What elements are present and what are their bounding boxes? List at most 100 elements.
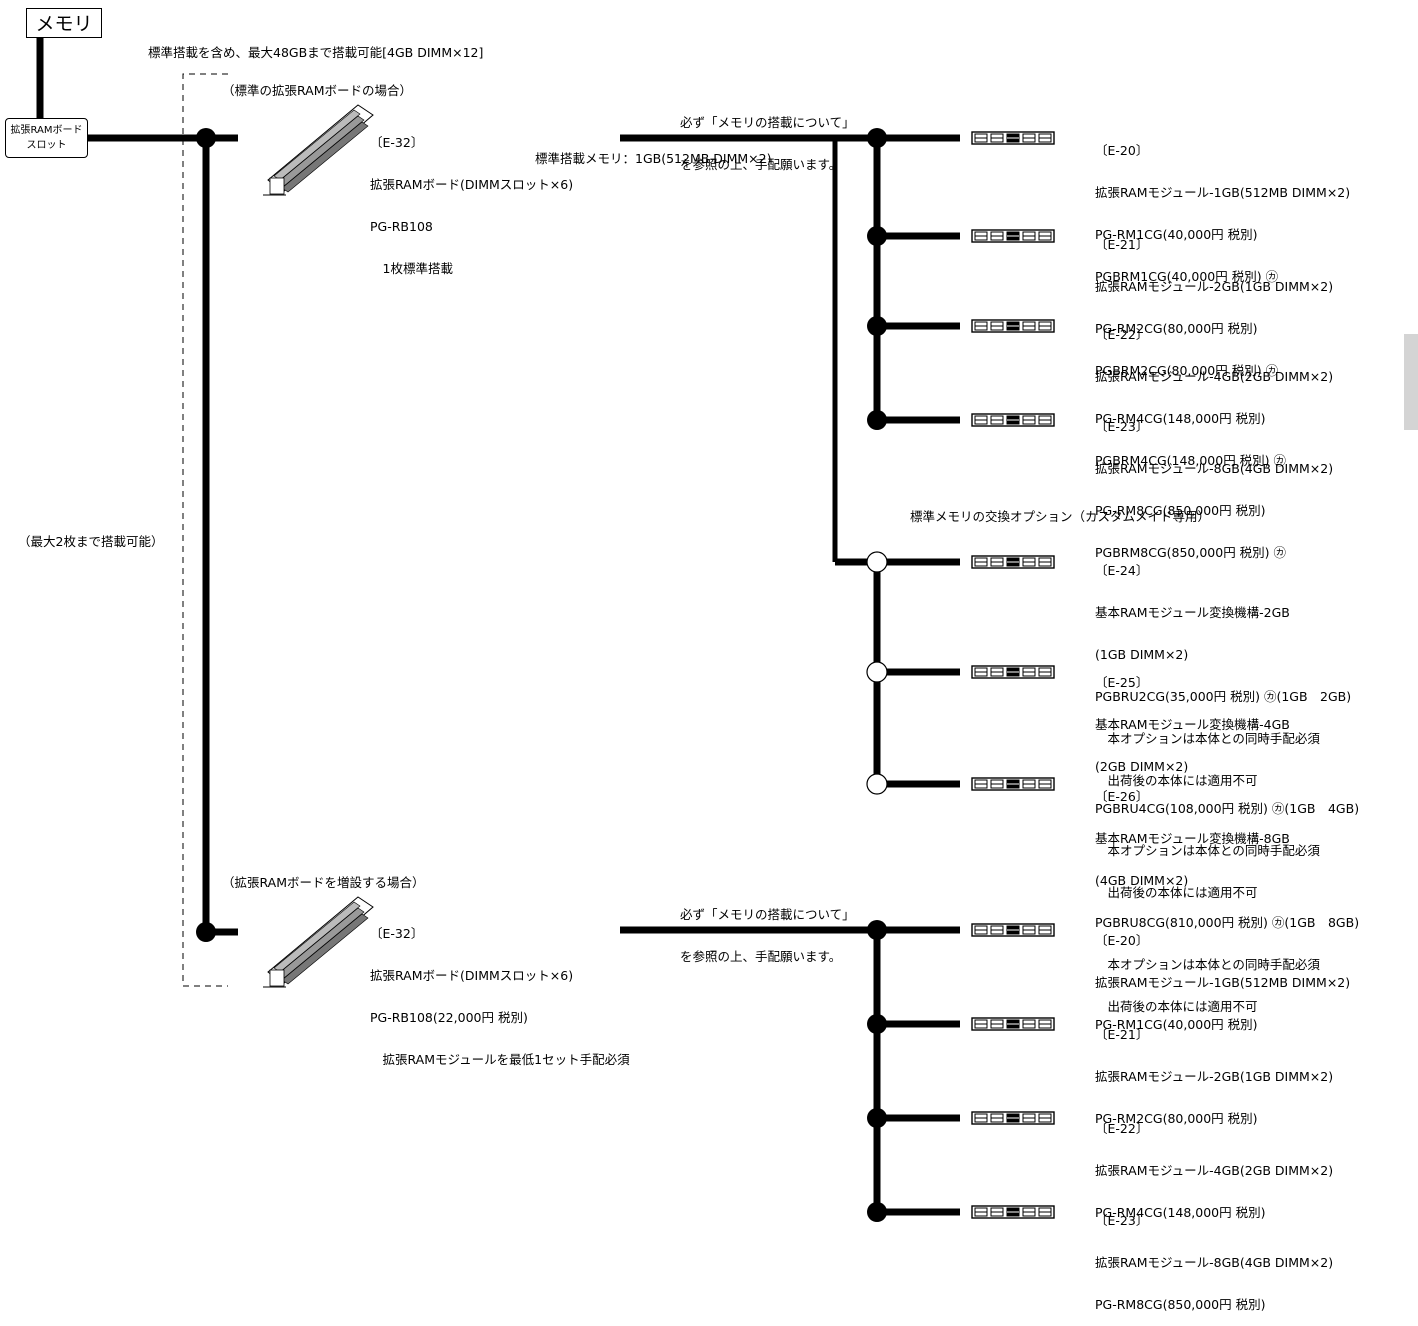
text-line: PGBRM4CG(148,000円 税別) ㋕ — [1095, 453, 1287, 468]
junction-dot — [867, 1108, 887, 1128]
text-line: PGBRU2CG(35,000円 税別) ㋕(1GB 2GB) — [1095, 689, 1352, 704]
dimm-module-icon — [971, 923, 1055, 937]
text-line: 〔E-32〕 — [370, 926, 424, 941]
text-line: 出荷後の本体には適用不可 — [1095, 773, 1258, 788]
slot-label-line: スロット — [26, 140, 67, 151]
text-line: (4GB DIMM×2) — [1095, 873, 1189, 888]
junction-dot — [196, 128, 216, 148]
junction-dot — [867, 226, 887, 246]
text-line: 〔E-23〕 — [1095, 1213, 1149, 1228]
text-line: を参照の上、手配願います。 — [680, 157, 842, 172]
text-line: 〔E-22〕 — [1095, 1121, 1149, 1136]
junction-dot — [867, 1202, 887, 1222]
add-module-e22-label: 〔E-22〕 拡張RAMモジュール-4GB(2GB DIMM×2) PG-RM4… — [1095, 1094, 1333, 1234]
junction-dot — [196, 922, 216, 942]
text-line: 〔E-21〕 — [1095, 237, 1149, 252]
text-line: 〔E-20〕 — [1095, 933, 1149, 948]
text-line: PG-RM1CG(40,000円 税別) — [1095, 1017, 1258, 1032]
dimm-module-icon — [971, 555, 1055, 569]
add-ordering-note: 必ず「メモリの搭載について」 を参照の上、手配願います。 — [680, 880, 855, 978]
text-line: PG-RM8CG(850,000円 税別) — [1095, 503, 1266, 518]
dimm-module-icon — [971, 665, 1055, 679]
exchange-e24-label: 〔E-24〕 基本RAMモジュール変換機構-2GB (1GB DIMM×2) P… — [1095, 536, 1351, 802]
junction-dot — [867, 128, 887, 148]
max-boards-note: （最大2枚まで搭載可能） — [18, 534, 164, 549]
dimm-module-icon — [971, 131, 1055, 145]
text-line: PG-RM2CG(80,000円 税別) — [1095, 1111, 1258, 1126]
side-tab — [1404, 334, 1418, 430]
expansion-slot-box: 拡張RAMボード スロット — [5, 118, 88, 158]
slot-label-line: 拡張RAMボード — [10, 125, 83, 136]
dimm-module-icon — [971, 777, 1055, 791]
text-line: 拡張RAMモジュール-2GB(1GB DIMM×2) — [1095, 279, 1334, 294]
junction-dot — [867, 920, 887, 940]
text-line: PGBRU8CG(810,000円 税別) ㋕(1GB 8GB) — [1095, 915, 1360, 930]
dimm-module-icon — [971, 1205, 1055, 1219]
text-line: PG-RB108 — [370, 219, 433, 234]
text-line: 基本RAMモジュール変換機構-8GB — [1095, 831, 1290, 846]
text-line: (1GB DIMM×2) — [1095, 647, 1189, 662]
text-line: 〔E-22〕 — [1095, 327, 1149, 342]
dimm-module-icon — [971, 413, 1055, 427]
text-line: 基本RAMモジュール変換機構-4GB — [1095, 717, 1290, 732]
text-line: 基本RAMモジュール変換機構-2GB — [1095, 605, 1290, 620]
dimm-module-icon — [971, 319, 1055, 333]
module-e20-label: 〔E-20〕 拡張RAMモジュール-1GB(512MB DIMM×2) PG-R… — [1095, 116, 1350, 298]
text-line: PGBRM1CG(40,000円 税別) ㋕ — [1095, 269, 1279, 284]
text-line: 〔E-32〕 — [370, 135, 424, 150]
module-e21-label: 〔E-21〕 拡張RAMモジュール-2GB(1GB DIMM×2) PG-RM2… — [1095, 210, 1333, 392]
text-line: PG-RM4CG(148,000円 税別) — [1095, 411, 1266, 426]
text-line: 拡張RAMモジュール-4GB(2GB DIMM×2) — [1095, 1163, 1334, 1178]
text-line: 〔E-20〕 — [1095, 143, 1149, 158]
text-line: 本オプションは本体との同時手配必須 — [1095, 731, 1320, 746]
junction-dot — [867, 1014, 887, 1034]
text-line: 本オプションは本体との同時手配必須 — [1095, 843, 1320, 858]
text-line: PG-RM2CG(80,000円 税別) — [1095, 321, 1258, 336]
text-line: PG-RM1CG(40,000円 税別) — [1095, 227, 1258, 242]
exchange-node — [866, 551, 888, 573]
text-line: 〔E-21〕 — [1095, 1027, 1149, 1042]
text-line: PG-RM4CG(148,000円 税別) — [1095, 1205, 1266, 1220]
dimm-module-icon — [971, 1017, 1055, 1031]
module-e23-label: 〔E-23〕 拡張RAMモジュール-8GB(4GB DIMM×2) PG-RM8… — [1095, 392, 1333, 574]
module-e22-label: 〔E-22〕 拡張RAMモジュール-4GB(2GB DIMM×2) PG-RM4… — [1095, 300, 1333, 482]
text-line: 拡張RAMモジュール-4GB(2GB DIMM×2) — [1095, 369, 1334, 384]
dimm-module-icon — [971, 1111, 1055, 1125]
dimm-module-icon — [971, 229, 1055, 243]
ram-board-illustration — [263, 896, 374, 988]
max-capacity-note: 標準搭載を含め、最大48GBまで搭載可能[4GB DIMM×12] — [148, 45, 484, 60]
text-line: PGBRU4CG(108,000円 税別) ㋕(1GB 4GB) — [1095, 801, 1360, 816]
text-line: 拡張RAMモジュール-2GB(1GB DIMM×2) — [1095, 1069, 1334, 1084]
text-line: 拡張RAMモジュール-8GB(4GB DIMM×2) — [1095, 461, 1334, 476]
text-line: 出荷後の本体には適用不可 — [1095, 885, 1258, 900]
add-module-e20-label: 〔E-20〕 拡張RAMモジュール-1GB(512MB DIMM×2) PG-R… — [1095, 906, 1350, 1046]
std-ordering-note: 必ず「メモリの搭載について」 を参照の上、手配願います。 — [680, 88, 855, 186]
text-line: 拡張RAMボード(DIMMスロット×6) — [370, 968, 574, 983]
exchange-heading: 標準メモリの交換オプション（カスタムメイド専用） — [910, 509, 1211, 524]
text-line: PG-RM8CG(850,000円 税別) — [1095, 1297, 1266, 1312]
add-module-e21-label: 〔E-21〕 拡張RAMモジュール-2GB(1GB DIMM×2) PG-RM2… — [1095, 1000, 1333, 1140]
text-line: 〔E-24〕 — [1095, 563, 1149, 578]
exchange-node — [866, 661, 888, 683]
exchange-node — [866, 773, 888, 795]
junction-dot — [867, 410, 887, 430]
exchange-e25-label: 〔E-25〕 基本RAMモジュール変換機構-4GB (2GB DIMM×2) P… — [1095, 648, 1359, 914]
text-line: 拡張RAMモジュール-8GB(4GB DIMM×2) — [1095, 1255, 1334, 1270]
add-case-heading: （拡張RAMボードを増設する場合） — [222, 875, 425, 890]
junction-dot — [867, 316, 887, 336]
add-module-e23-label: 〔E-23〕 拡張RAMモジュール-8GB(4GB DIMM×2) PG-RM8… — [1095, 1186, 1333, 1326]
text-line: 1枚標準搭載 — [370, 261, 453, 276]
text-line: 拡張RAMモジュールを最低1セット手配必須 — [370, 1052, 630, 1067]
std-memory-label: 標準搭載メモリ：1GB(512MB DIMM×2) — [535, 151, 772, 166]
text-line: (2GB DIMM×2) — [1095, 759, 1189, 774]
std-case-heading: （標準の拡張RAMボードの場合） — [222, 83, 413, 98]
text-line: 拡張RAMモジュール-1GB(512MB DIMM×2) — [1095, 185, 1351, 200]
text-line: 必ず「メモリの搭載について」 — [680, 115, 855, 130]
page-title: メモリ — [26, 8, 102, 38]
add-board-label: 〔E-32〕 拡張RAMボード(DIMMスロット×6) PG-RB108(22,… — [370, 899, 630, 1081]
text-line: を参照の上、手配願います。 — [680, 949, 842, 964]
text-line: 出荷後の本体には適用不可 — [1095, 999, 1258, 1014]
text-line: PG-RB108(22,000円 税別) — [370, 1010, 528, 1025]
text-line: 本オプションは本体との同時手配必須 — [1095, 957, 1320, 972]
text-line: 〔E-23〕 — [1095, 419, 1149, 434]
